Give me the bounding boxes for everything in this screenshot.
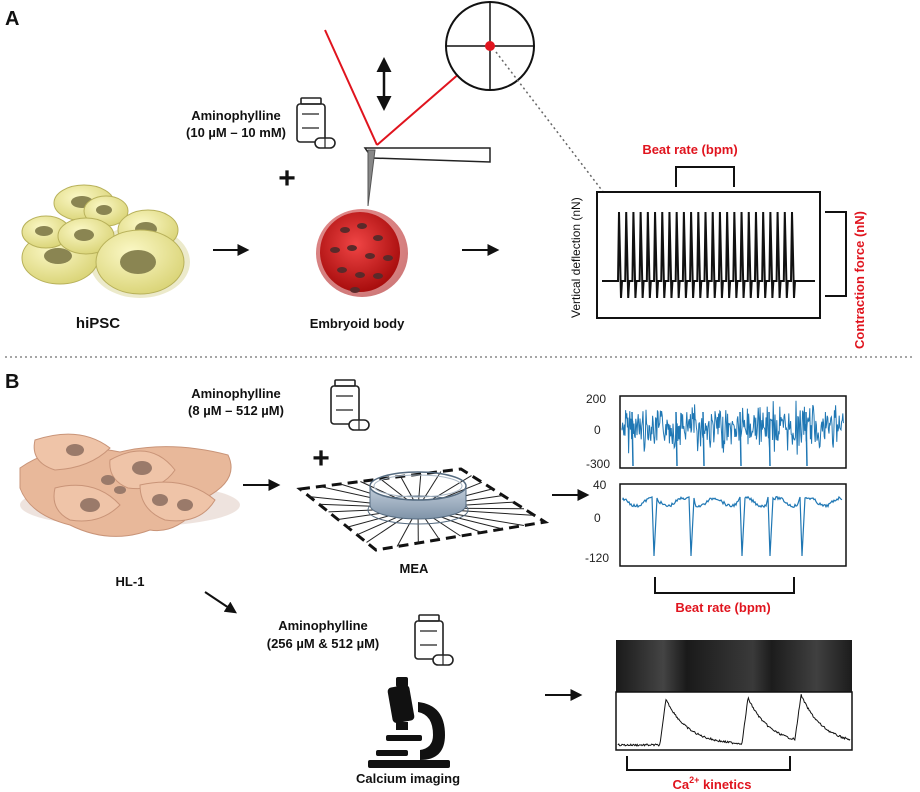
beat-rate-label-a: Beat rate (bpm) (642, 142, 737, 157)
plus-sign-b: + (312, 442, 330, 475)
mea-top-spike (768, 411, 771, 467)
mea-illustration (296, 467, 550, 552)
hipsc-label: hiPSC (76, 315, 120, 332)
calcium-linescan-image (616, 640, 852, 692)
force-trace (602, 211, 815, 299)
calcium-imaging-label: Calcium imaging (356, 771, 460, 786)
afm-setup-illustration (324, 1, 618, 211)
top-tick-200: 200 (586, 392, 606, 406)
mea-top-spike (675, 411, 678, 467)
top-tick-0: 0 (594, 423, 601, 437)
mea-trace-top (621, 400, 844, 467)
microscope-icon (368, 677, 450, 768)
panel-letter-b: B (5, 371, 19, 393)
calcium-transient-trace (617, 694, 851, 747)
mea-top-spike (805, 411, 808, 467)
drug-a-line1: Aminophylline (191, 108, 281, 123)
bottom-tick-40: 40 (593, 478, 607, 492)
mea-label: MEA (400, 561, 430, 576)
hl1-label: HL-1 (116, 574, 145, 589)
mea-trace-bottom (622, 495, 843, 557)
drug-a-line2: (10 µM – 10 mM) (186, 125, 286, 140)
top-tick-neg300: -300 (586, 457, 610, 471)
pill-bottle-icon (414, 614, 454, 666)
drug-b1-line2: (8 µM – 512 µM) (188, 403, 284, 418)
panel-letter-a: A (5, 8, 19, 30)
ca-kinetics-bracket (626, 756, 791, 771)
plus-sign-a: + (278, 162, 296, 195)
mea-top-spike (739, 411, 742, 467)
mea-bottom-signal (622, 495, 843, 557)
beat-rate-bracket-b (654, 577, 795, 594)
hipsc-cells-illustration (21, 184, 190, 298)
embryoid-body-label: Embryoid body (310, 316, 405, 331)
hl1-cells-illustration (19, 433, 240, 537)
contraction-force-label: Contraction force (nN) (852, 211, 867, 349)
calcium-trace-frame (615, 691, 853, 751)
mea-top-spike (631, 411, 634, 467)
bottom-tick-neg120: -120 (585, 551, 609, 565)
calcium-signal (617, 694, 851, 747)
drug-b2-line1: Aminophylline (278, 618, 368, 633)
drug-b2-line2: (256 µM & 512 µM) (267, 636, 380, 651)
bottom-tick-0: 0 (594, 511, 601, 525)
contraction-bracket (825, 211, 847, 297)
pill-bottle-icon (296, 97, 336, 149)
pill-bottle-icon (330, 379, 370, 431)
y-axis-label-a: Vertical deflection (nN) (569, 197, 583, 318)
force-trace-line (602, 211, 815, 299)
ca-kinetics-label: Ca2+ kinetics (673, 775, 752, 792)
drug-b1-line1: Aminophylline (191, 386, 281, 401)
arrow-hl1-to-imaging (204, 591, 237, 614)
beat-rate-label-b: Beat rate (bpm) (675, 600, 770, 615)
embryoid-body-illustration (316, 209, 408, 297)
beat-rate-bracket-a (675, 166, 735, 187)
mea-trace-top-frame (619, 395, 847, 469)
mea-top-spike (702, 411, 705, 467)
